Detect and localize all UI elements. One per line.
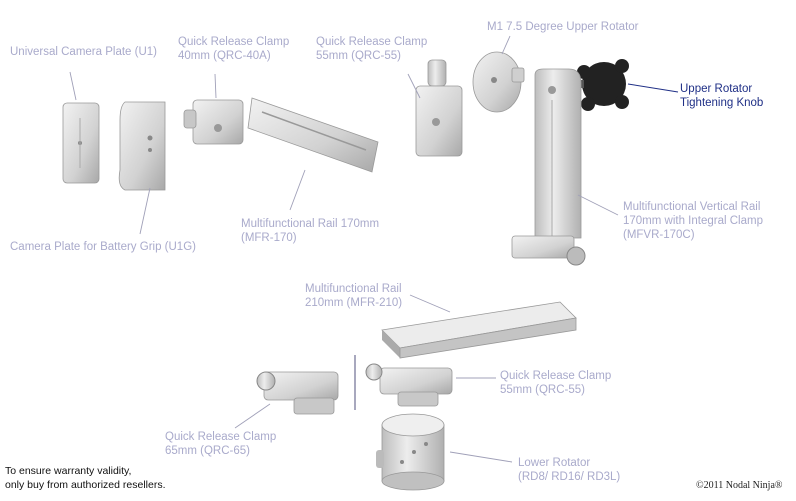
label-line: Upper Rotator [680,83,753,95]
label-line: Quick Release Clamp [316,36,428,48]
label-line: Quick Release Clamp [165,431,277,443]
quick-release-clamp-65 [256,371,339,415]
label-tightening-knob: Upper Rotator Tightening Knob [680,82,763,110]
quick-release-clamp-40 [183,99,244,145]
label-line: Multifunctional Vertical Rail [623,201,761,213]
universal-camera-plate [62,102,100,184]
warranty-notice: To ensure warranty validity, only buy fr… [5,464,166,492]
multifunctional-rail-170 [247,97,379,173]
label-line: 210mm (MFR-210) [305,297,403,309]
label-qrc-40a: Quick Release Clamp 40mm (QRC-40A) [178,35,289,63]
lower-rotator [376,413,445,491]
label-line: 65mm (QRC-65) [165,445,250,457]
label-line: Quick Release Clamp [500,370,612,382]
label-m1-rotator: M1 7.5 Degree Upper Rotator [487,21,639,33]
label-line: (MFVR-170C) [623,229,695,241]
label-lower-rotator: Lower Rotator (RD8/ RD16/ RD3L) [518,456,620,484]
label-qrc-55-top: Quick Release Clamp 55mm (QRC-55) [316,35,427,63]
battery-grip-plate [118,101,166,191]
knob-leader-line [627,83,679,93]
quick-release-clamp-55-bottom [365,363,453,407]
copyright: ©2011 Nodal Ninja® [696,480,783,491]
label-line: Multifunctional Rail [305,283,402,295]
multifunctional-vertical-rail [511,68,586,266]
multifunctional-rail-210 [381,301,577,359]
tightening-knob [574,59,629,111]
label-line: 55mm (QRC-55) [500,384,585,396]
label-qrc-55-bottom: Quick Release Clamp 55mm (QRC-55) [500,369,611,397]
quick-release-clamp-55-top [415,59,463,157]
label-line: (RD8/ RD16/ RD3L) [518,471,621,483]
label-battery-grip-plate: Camera Plate for Battery Grip (U1G) [10,241,196,253]
m1-upper-rotator [472,51,525,113]
label-line: Lower Rotator [518,457,591,469]
label-qrc-65: Quick Release Clamp 65mm (QRC-65) [165,430,276,458]
warranty-line: only buy from authorized resellers. [5,479,166,491]
label-line: Quick Release Clamp [178,36,290,48]
label-mfvr-170c: Multifunctional Vertical Rail 170mm with… [623,200,763,242]
label-line: 170mm with Integral Clamp [623,215,763,227]
leader-lines [69,35,619,463]
label-line: Tightening Knob [680,97,764,109]
label-mfr-170: Multifunctional Rail 170mm (MFR-170) [241,217,379,245]
label-line: Multifunctional Rail 170mm [241,218,380,230]
label-line: 40mm (QRC-40A) [178,50,271,62]
label-mfr-210: Multifunctional Rail 210mm (MFR-210) [305,282,402,310]
label-line: (MFR-170) [241,232,297,244]
label-universal-camera-plate: Universal Camera Plate (U1) [10,46,157,58]
warranty-line: To ensure warranty validity, [5,465,132,477]
label-line: 55mm (QRC-55) [316,50,401,62]
